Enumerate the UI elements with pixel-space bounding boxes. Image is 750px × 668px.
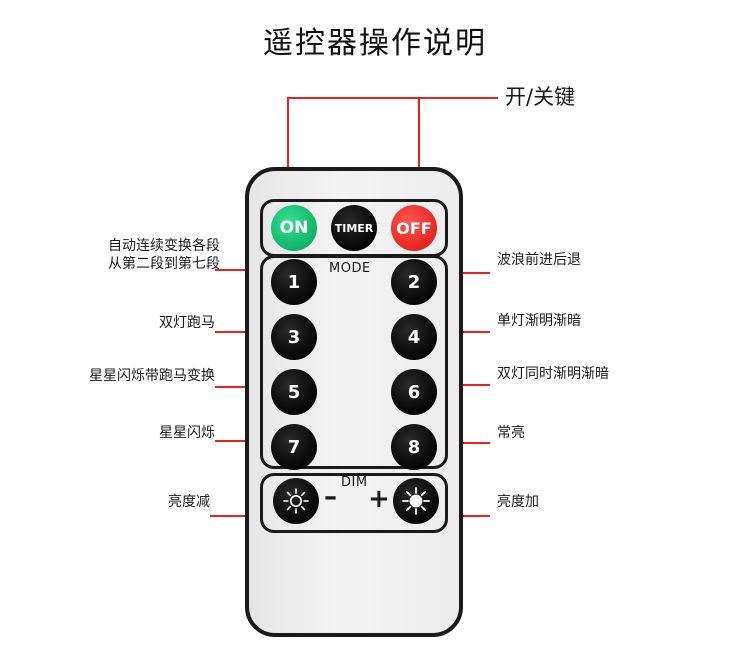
- dim-label: DIM: [341, 475, 368, 490]
- off-button[interactable]: OFF: [391, 205, 437, 251]
- label-key-3: 双灯跑马: [159, 315, 215, 331]
- key-2-button[interactable]: 2: [391, 259, 437, 305]
- label-key-1-line2: 从第二段到第七段: [108, 256, 220, 272]
- leader-on: [287, 97, 498, 200]
- dim-plus-button[interactable]: [393, 478, 439, 524]
- key-6-button[interactable]: 6: [391, 369, 437, 415]
- key-3-button[interactable]: 3: [271, 314, 317, 360]
- label-key-7: 星星闪烁: [159, 425, 215, 441]
- key-7-button[interactable]: 7: [271, 424, 317, 470]
- label-key-1-line1: 自动连续变换各段: [108, 238, 220, 254]
- key-5-button[interactable]: 5: [271, 369, 317, 415]
- label-dim-plus: 亮度加: [497, 494, 539, 510]
- label-dim-minus: 亮度减: [168, 494, 210, 510]
- brightness-high-icon: [402, 487, 430, 515]
- page-title: 遥控器操作说明: [263, 26, 487, 61]
- label-key-4: 单灯渐明渐暗: [497, 313, 581, 329]
- timer-button[interactable]: TIMER: [331, 205, 377, 251]
- dim-button-panel: [260, 473, 448, 533]
- label-key-6: 双灯同时渐明渐暗: [497, 366, 609, 382]
- brightness-low-icon: [283, 488, 309, 514]
- dim-minus-sign: –: [324, 482, 337, 512]
- key-4-button[interactable]: 4: [391, 314, 437, 360]
- dim-minus-button[interactable]: [273, 478, 319, 524]
- key-1-button[interactable]: 1: [271, 259, 317, 305]
- remote-control: ON TIMER OFF MODE 1 2 3 4 5 6 7 8 DIM – …: [245, 167, 463, 637]
- label-key-8: 常亮: [497, 425, 525, 441]
- dim-plus-sign: +: [368, 484, 390, 514]
- power-key-label: 开/关键: [505, 85, 576, 109]
- mode-label: MODE: [329, 261, 371, 276]
- label-key-2: 波浪前进后退: [497, 252, 581, 268]
- label-key-5: 星星闪烁带跑马变换: [89, 368, 215, 384]
- key-8-button[interactable]: 8: [391, 424, 437, 470]
- on-button[interactable]: ON: [271, 205, 317, 251]
- mode-button-panel: [260, 255, 448, 469]
